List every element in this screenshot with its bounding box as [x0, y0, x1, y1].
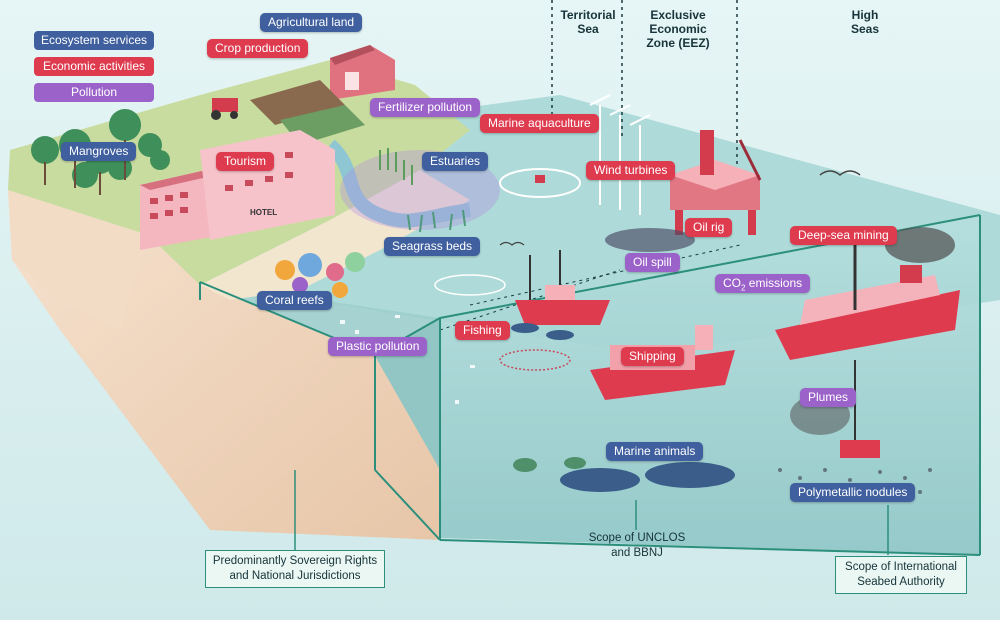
- scope-isa-line-1: Scope of International: [845, 561, 957, 573]
- label-seagrass-beds: Seagrass beds: [384, 237, 481, 256]
- estuary-river: [325, 139, 471, 228]
- label-shipping: Shipping: [621, 347, 684, 366]
- zone-territorial-line-2: Sea: [577, 22, 599, 36]
- whale-pod: [560, 462, 735, 492]
- zone-territorial-sea: Territorial Sea: [555, 8, 621, 36]
- label-tourism: Tourism: [216, 152, 275, 171]
- scope-sovereign-rights: Predominantly Sovereign Rights and Natio…: [205, 550, 385, 588]
- estuary-reeds: [379, 148, 413, 185]
- co2-suffix: emissions: [745, 276, 803, 290]
- zone-eez-line-2: Economic: [649, 22, 707, 36]
- land-cliff-shadow: [8, 190, 148, 330]
- mining-ship: [775, 240, 960, 360]
- label-agricultural-land: Agricultural land: [260, 13, 363, 32]
- co2-subscript: 2: [741, 283, 746, 293]
- scope-unclos-line-1: Scope of UNCLOS: [588, 532, 686, 544]
- label-polymetallic-nodules: Polymetallic nodules: [790, 483, 916, 502]
- box-outline: [199, 214, 981, 357]
- scope-unclos-bbnj: Scope of UNCLOS and BBNJ: [578, 528, 696, 564]
- barn-building: [330, 45, 395, 100]
- scope-sovereign-line-1: Predominantly Sovereign Rights: [212, 555, 378, 567]
- fishing-net: [434, 274, 506, 296]
- scope-unclos-line-2: and BBNJ: [611, 547, 663, 559]
- label-coral-reefs: Coral reefs: [257, 291, 332, 310]
- label-wind-turbines: Wind turbines: [586, 161, 676, 180]
- mining-crawler: [840, 440, 880, 458]
- oil-rig-structure: [670, 130, 762, 235]
- zone-eez: Exclusive Economic Zone (EEZ): [628, 8, 728, 50]
- label-deep-sea-mining: Deep-sea mining: [790, 226, 897, 245]
- zone-territorial-line-1: Territorial: [560, 8, 616, 22]
- hotel-building: [140, 130, 335, 250]
- hotel-sign: HOTEL: [250, 208, 277, 217]
- aquaculture-pen: [499, 168, 581, 198]
- legend-ecosystem-services: Ecosystem services: [34, 31, 154, 50]
- beach: [200, 170, 470, 300]
- zone-eez-line-1: Exclusive: [650, 8, 706, 22]
- label-mangroves: Mangroves: [61, 142, 137, 161]
- oil-spill-slick: [605, 228, 695, 252]
- box-edge-5: [374, 469, 441, 541]
- fish-school: [499, 349, 571, 371]
- zone-high-seas-line-2: Seas: [850, 22, 880, 36]
- label-estuaries: Estuaries: [422, 152, 489, 171]
- label-marine-animals: Marine animals: [606, 442, 704, 461]
- label-co2-emissions: CO2 emissions: [715, 274, 811, 293]
- label-marine-aquaculture: Marine aquaculture: [480, 114, 599, 133]
- water-side-front: [200, 282, 440, 470]
- scope-sovereign-line-2: and National Jurisdictions: [229, 570, 361, 582]
- coral-reef-cluster: [275, 252, 365, 298]
- label-plastic-pollution: Plastic pollution: [328, 337, 428, 356]
- dolphins: [511, 323, 574, 340]
- aquaculture-buoy: [535, 175, 545, 183]
- zone-eez-line-3: Zone (EEZ): [646, 36, 710, 50]
- box-edge-4: [439, 539, 981, 556]
- sea-turtles: [513, 457, 586, 472]
- co2-prefix: CO: [723, 276, 741, 290]
- label-plumes: Plumes: [800, 388, 857, 407]
- zone-high-seas: High Seas: [830, 8, 900, 36]
- label-crop-production: Crop production: [207, 39, 309, 58]
- seagull-1: [819, 170, 861, 176]
- fishing-boat: [515, 250, 610, 325]
- zone-high-seas-line-1: High: [851, 8, 879, 22]
- label-fishing: Fishing: [455, 321, 510, 340]
- legend-economic-activities: Economic activities: [34, 57, 154, 76]
- legend-pollution: Pollution: [34, 83, 154, 102]
- scope-international-seabed-authority: Scope of International Seabed Authority: [835, 556, 967, 594]
- seagull-2: [499, 241, 525, 246]
- tractor: [211, 98, 238, 120]
- label-fertilizer-pollution: Fertilizer pollution: [370, 98, 481, 117]
- co2-smoke: [885, 227, 955, 263]
- seagrass: [407, 209, 466, 233]
- label-oil-rig: Oil rig: [685, 218, 733, 237]
- label-oil-spill: Oil spill: [625, 253, 680, 272]
- scope-isa-line-2: Seabed Authority: [857, 576, 945, 588]
